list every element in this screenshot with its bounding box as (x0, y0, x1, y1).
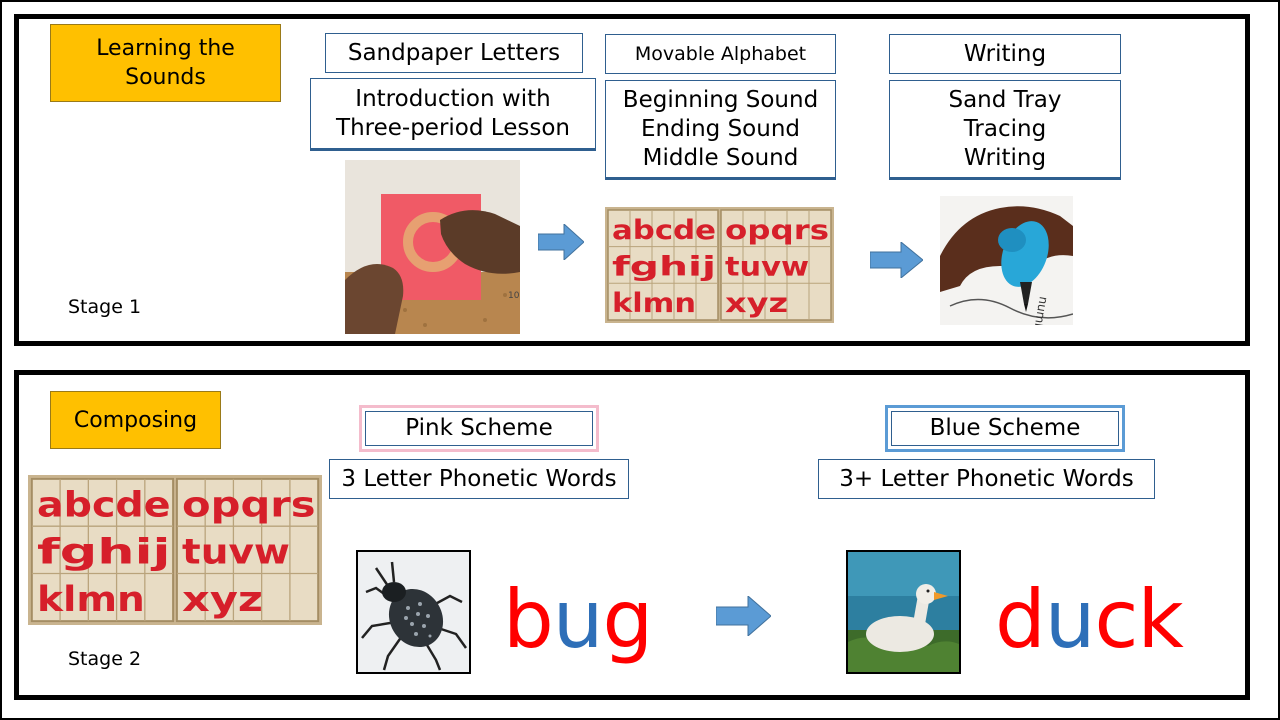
word-duck-letter: c (1094, 573, 1138, 666)
movable-alphabet-desc: Beginning Sound Ending Sound Middle Soun… (605, 80, 836, 180)
svg-text:tuvw: tuvw (725, 252, 809, 283)
movable-alphabet-title: Movable Alphabet (605, 34, 836, 74)
svg-text:tuvw: tuvw (182, 533, 290, 573)
pink-scheme-title: Pink Scheme (365, 411, 593, 446)
word-duck: duck (995, 580, 1184, 660)
movable-alphabet-photo: abcde fghij klmn opqrs tuvw xyz (605, 207, 834, 323)
svg-text:10: 10 (508, 291, 520, 301)
word-bug-letter: u (552, 573, 604, 666)
blue-scheme-box: Blue Scheme (885, 405, 1125, 452)
stage-2-caption: Stage 2 (68, 648, 142, 670)
svg-text:fghij: fghij (612, 252, 716, 283)
svg-text:klmn: klmn (612, 288, 696, 319)
writing-pencil-grip-photo: numbers (940, 196, 1073, 325)
svg-text:fghij: fghij (37, 533, 171, 573)
right-arrow-icon (869, 240, 924, 282)
bug-photo (356, 550, 471, 674)
svg-text:abcde: abcde (37, 485, 171, 525)
pink-scheme-desc: 3 Letter Phonetic Words (329, 459, 629, 499)
learning-sounds-label: Learning the Sounds (50, 24, 281, 102)
right-arrow-icon (537, 222, 585, 264)
svg-text:xyz: xyz (182, 580, 263, 620)
word-duck-letter: k (1137, 573, 1183, 666)
svg-text:abcde: abcde (612, 215, 716, 246)
word-bug: bug (503, 580, 653, 660)
svg-text:opqrs: opqrs (182, 485, 316, 525)
composing-label: Composing (50, 391, 221, 449)
sandpaper-letters-title: Sandpaper Letters (325, 33, 583, 73)
word-duck-letter: u (1044, 573, 1096, 666)
writing-desc: Sand Tray Tracing Writing (889, 80, 1121, 180)
writing-title: Writing (889, 34, 1121, 74)
stage-1-caption: Stage 1 (68, 296, 142, 318)
word-duck-letter: d (995, 573, 1046, 666)
sandpaper-letters-desc: Introduction with Three-period Lesson (310, 78, 596, 151)
sandpaper-letter-photo: 10 (345, 160, 520, 334)
word-bug-letter: g (602, 573, 653, 666)
blue-scheme-title: Blue Scheme (891, 411, 1119, 446)
right-arrow-icon (715, 594, 772, 640)
duck-photo (846, 550, 961, 674)
pink-scheme-box: Pink Scheme (359, 405, 599, 452)
svg-text:klmn: klmn (37, 580, 145, 620)
word-bug-letter: b (503, 573, 554, 666)
blue-scheme-desc: 3+ Letter Phonetic Words (818, 459, 1155, 499)
svg-text:xyz: xyz (725, 288, 788, 319)
movable-alphabet-photo: abcde fghij klmn opqrs tuvw xyz (28, 475, 322, 625)
svg-text:opqrs: opqrs (725, 215, 829, 246)
